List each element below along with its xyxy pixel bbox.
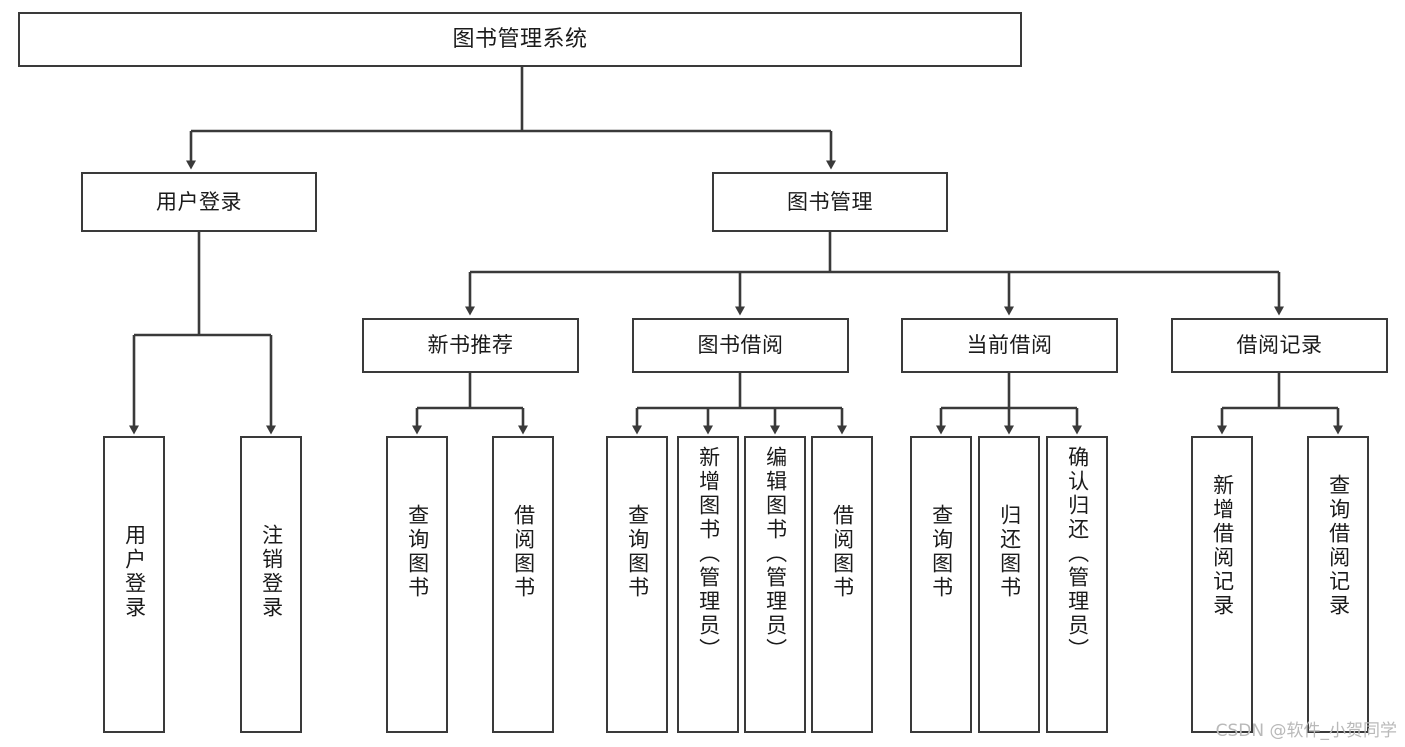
- leaf-user-login[interactable]: 用户登录: [103, 436, 165, 733]
- leaf-borrow-book-1[interactable]: 借阅图书: [492, 436, 554, 733]
- node-label: 当前借阅: [966, 333, 1053, 358]
- node-label: 新增图书（管理员）: [696, 446, 721, 662]
- node-label: 图书管理系统: [452, 26, 588, 52]
- node-current-borrow[interactable]: 当前借阅: [901, 318, 1118, 373]
- leaf-confirm-return-admin[interactable]: 确认归还（管理员）: [1046, 436, 1108, 733]
- node-label: 查询借阅记录: [1326, 474, 1351, 618]
- node-label: 查询图书: [929, 504, 954, 600]
- node-label: 借阅图书: [830, 504, 855, 600]
- node-label: 编辑图书（管理员）: [763, 446, 788, 662]
- node-label: 用户登录: [156, 189, 242, 214]
- node-new-book-recommendation[interactable]: 新书推荐: [362, 318, 579, 373]
- node-label: 查询图书: [405, 504, 430, 600]
- leaf-return-book[interactable]: 归还图书: [978, 436, 1040, 733]
- node-label: 查询图书: [625, 504, 650, 600]
- leaf-edit-book-admin[interactable]: 编辑图书（管理员）: [744, 436, 806, 733]
- node-label: 借阅图书: [511, 504, 536, 600]
- node-user-login[interactable]: 用户登录: [81, 172, 317, 232]
- node-root-library-management-system[interactable]: 图书管理系统: [18, 12, 1022, 67]
- leaf-add-borrow-record[interactable]: 新增借阅记录: [1191, 436, 1253, 733]
- leaf-query-book-3[interactable]: 查询图书: [910, 436, 972, 733]
- node-borrow-record[interactable]: 借阅记录: [1171, 318, 1388, 373]
- node-label: 用户登录: [122, 524, 147, 620]
- node-label: 新书推荐: [427, 333, 514, 358]
- node-label: 注销登录: [259, 524, 284, 620]
- node-book-management[interactable]: 图书管理: [712, 172, 948, 232]
- node-label: 借阅记录: [1236, 333, 1323, 358]
- leaf-query-book-1[interactable]: 查询图书: [386, 436, 448, 733]
- leaf-query-book-2[interactable]: 查询图书: [606, 436, 668, 733]
- node-label: 新增借阅记录: [1210, 474, 1235, 618]
- node-label: 归还图书: [997, 504, 1022, 600]
- leaf-add-book-admin[interactable]: 新增图书（管理员）: [677, 436, 739, 733]
- node-label: 确认归还（管理员）: [1065, 446, 1090, 662]
- node-book-borrow[interactable]: 图书借阅: [632, 318, 849, 373]
- node-label: 图书管理: [787, 189, 873, 214]
- leaf-query-borrow-record[interactable]: 查询借阅记录: [1307, 436, 1369, 733]
- leaf-borrow-book-2[interactable]: 借阅图书: [811, 436, 873, 733]
- leaf-logout[interactable]: 注销登录: [240, 436, 302, 733]
- node-label: 图书借阅: [697, 333, 784, 358]
